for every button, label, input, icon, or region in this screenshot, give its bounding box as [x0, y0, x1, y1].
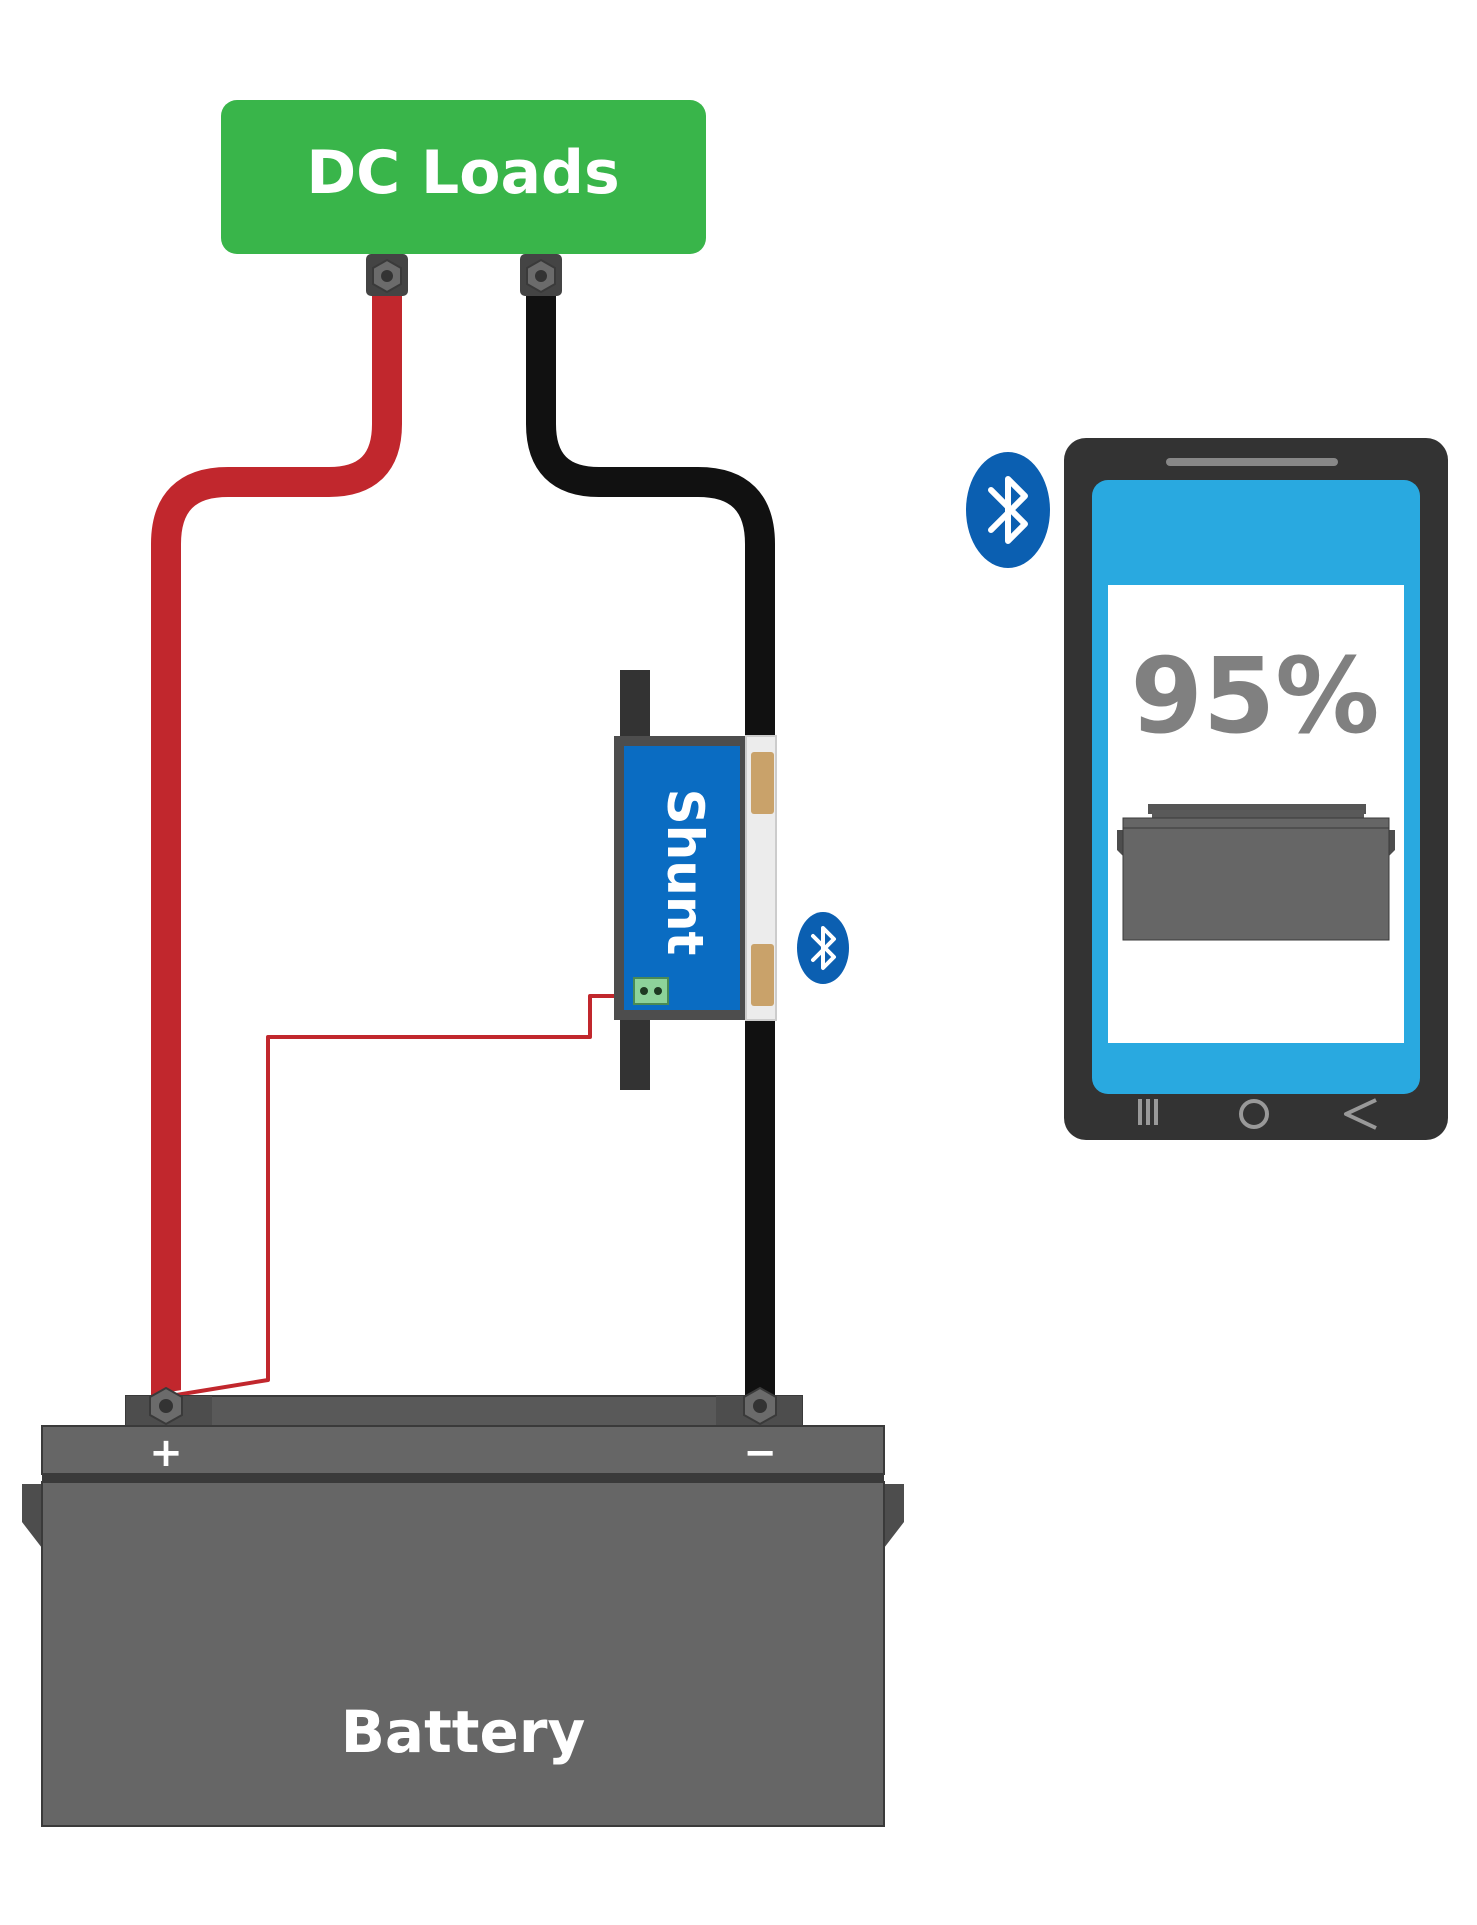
recent-apps-icon[interactable]: [1138, 1099, 1158, 1125]
battery-label: Battery: [341, 1698, 586, 1766]
loads-negative-terminal: [520, 254, 562, 296]
sense-wire-core: [169, 994, 638, 1398]
shunt-sense-connector: [633, 977, 669, 1005]
smartphone: 95%: [1064, 438, 1448, 1140]
back-icon[interactable]: [1344, 1098, 1377, 1130]
home-icon[interactable]: [1239, 1099, 1269, 1129]
negative-cable-top: [526, 280, 775, 740]
shunt-copper-terminal-top: [751, 752, 774, 814]
bluetooth-icon: [797, 912, 849, 984]
battery-negative-terminal: [743, 1386, 777, 1426]
bluetooth-icon: [966, 452, 1050, 568]
shunt-label: Shunt: [656, 789, 714, 956]
state-of-charge: 95%: [1131, 635, 1380, 757]
dc-loads-label: DC Loads: [306, 138, 619, 208]
dc-loads: DC Loads: [221, 100, 706, 296]
negative-terminal-symbol: −: [743, 1430, 777, 1476]
battery-icon: [1117, 804, 1395, 941]
sense-wire: [169, 992, 638, 1400]
positive-terminal-symbol: +: [149, 1430, 183, 1476]
battery: Battery + −: [22, 1386, 904, 1827]
shunt: Shunt: [614, 670, 777, 1090]
phone-speaker: [1166, 458, 1338, 466]
shunt-copper-terminal-bottom: [751, 944, 774, 1006]
battery-positive-terminal: [149, 1386, 183, 1426]
positive-cable: [151, 280, 402, 1398]
loads-positive-terminal: [366, 254, 408, 296]
